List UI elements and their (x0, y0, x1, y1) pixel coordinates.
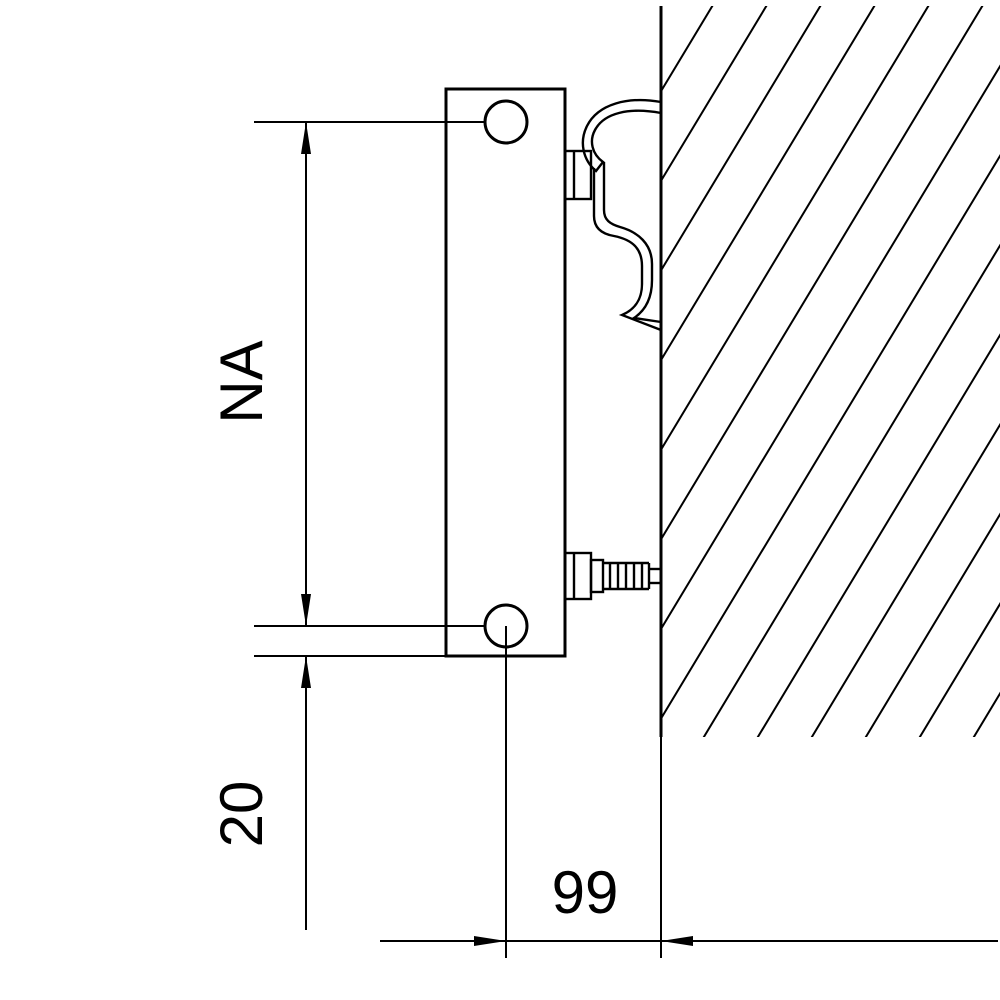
wall (659, 6, 1000, 737)
hatch-line (661, 6, 714, 94)
arrow-up-icon (301, 656, 311, 688)
pipe-collar (589, 558, 605, 594)
dimension-label-20: 20 (208, 781, 275, 848)
mounting-bracket (563, 98, 662, 332)
bracket-foot-outer (592, 215, 662, 332)
arrow-down-icon (301, 594, 311, 626)
hatch-line (972, 691, 1000, 737)
hatch-line (661, 64, 1000, 631)
radiator-body (444, 87, 567, 658)
dimension-99: 99 (380, 626, 998, 958)
hatch-line (661, 6, 984, 542)
bracket-hook (581, 98, 662, 173)
arrow-right-icon (474, 936, 506, 946)
wall-hatching (661, 6, 1000, 737)
hatch-line (918, 602, 1000, 737)
dimension-20: 20 (208, 655, 446, 930)
valve-block (563, 551, 593, 601)
hatch-line (661, 6, 822, 273)
dimension-label-99: 99 (552, 859, 619, 926)
bottom-connection (563, 551, 661, 601)
hatch-line (661, 6, 876, 362)
bracket-foot-inner (602, 209, 662, 324)
radiator-outline (444, 87, 567, 658)
hatch-line (661, 153, 1000, 721)
dimension-na: NA (208, 121, 484, 627)
dimension-label-na: NA (208, 340, 275, 423)
top-hub-circle (483, 99, 529, 145)
hatch-line (702, 243, 1000, 737)
hatch-line (661, 6, 930, 452)
hatch-line (661, 6, 768, 183)
bracket-tab (563, 149, 593, 201)
hatch-line (864, 512, 1000, 737)
arrow-left-icon (661, 936, 693, 946)
hatch-line (756, 333, 1000, 737)
arrow-up-icon (301, 122, 311, 154)
hatch-line (810, 422, 1000, 737)
